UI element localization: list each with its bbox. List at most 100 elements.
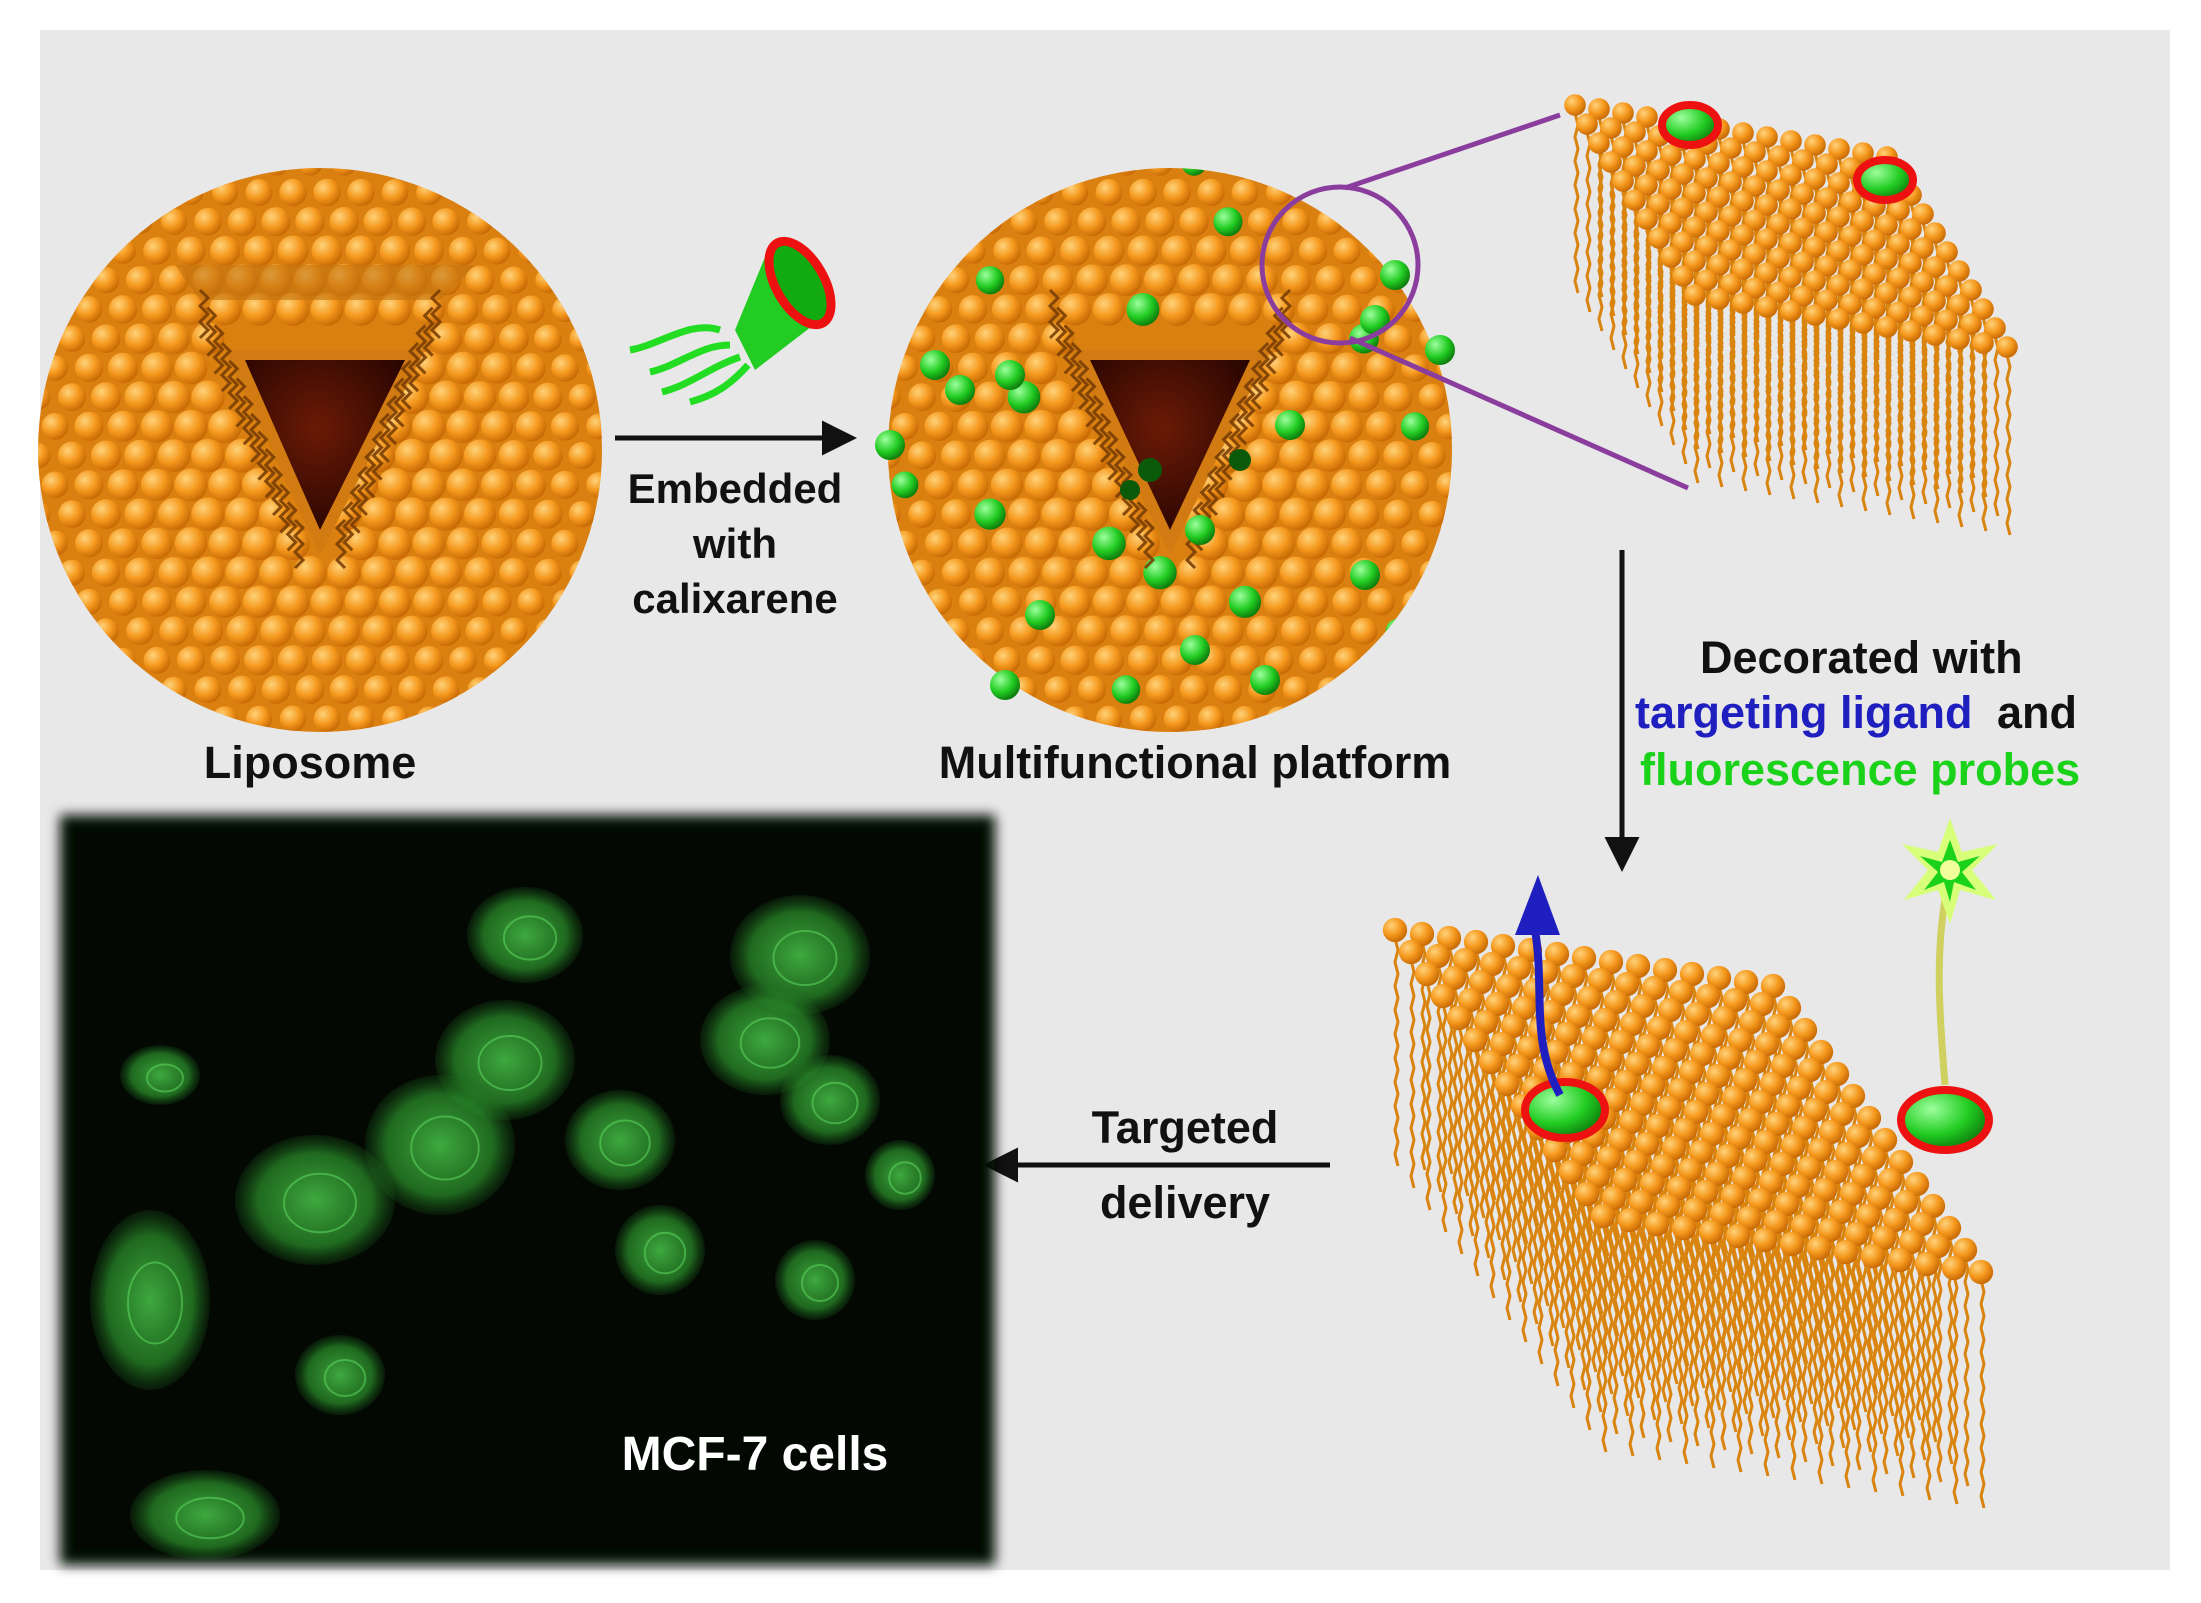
lipid-head [1696,269,1718,291]
lipid-tail [1681,283,1688,465]
lipid-head [74,470,104,500]
lipid-head [91,382,121,413]
lipid-head [208,293,242,326]
calixarene-ring [1521,1078,1609,1142]
lipid-tail [1741,310,1748,492]
lipid-head [1648,193,1670,215]
lipid-head [1569,1141,1595,1167]
lipid-head [1489,1031,1515,1057]
lipid-head [1495,973,1521,999]
lipid-head [159,616,189,646]
lipid-head [1060,235,1090,266]
lipid-head [1600,117,1622,139]
lipid-head [1228,467,1262,502]
fluorescent-cell [120,1045,200,1105]
lipid-head [1720,239,1742,261]
platform-cutaway [1047,288,1293,570]
lipid-head [311,645,343,676]
targeted-label-line1: Targeted [1092,1102,1279,1153]
lipid-head [1313,381,1347,414]
lipid-head [1401,529,1429,557]
lipid-tail [278,483,291,534]
lipid-head [310,585,344,619]
lipid-head [143,237,171,265]
lipid-head [1996,336,2018,358]
cell-nucleus [410,1115,480,1181]
lipid-head [1231,179,1259,206]
lipid-head [483,237,511,265]
lipid-head [1279,439,1313,473]
fluorescence-probes-label: fluorescence probes [1640,744,2080,795]
lipid-tail [1537,1135,1544,1365]
lipid-head [1110,615,1142,647]
lipid-head [1779,1231,1805,1257]
lipid-tail [1077,359,1090,410]
lipid-head [991,294,1023,325]
lipid-head [1693,1179,1719,1205]
lipid-head [1801,1195,1827,1221]
lipid-head [1350,617,1378,645]
lipid-head [1092,293,1126,326]
lipid-head [1744,243,1766,265]
lipid-head [958,587,988,616]
lipid-head [228,675,256,704]
lipid-head [1179,207,1209,237]
lipid-tail [1921,323,1928,505]
lipid-head [533,440,563,471]
lipid-head [1600,151,1622,173]
lipid-tail [1817,1255,1824,1485]
lipid-tail [1789,318,1796,500]
lipid-head [908,500,936,528]
lipid-head [1008,322,1040,355]
lipid-tail [1489,1069,1496,1299]
lipid-head [432,676,460,703]
lipid-head [1768,281,1790,303]
lipid-head [974,498,1006,530]
lipid-head [227,207,257,237]
lipid-head [208,468,242,502]
lipid-head [1763,1209,1789,1235]
lipid-head [378,585,412,618]
lipid-head [1092,585,1126,619]
lipid-head [1722,987,1748,1013]
lipid-head [533,382,563,412]
lipid-tail [1897,319,1904,501]
lipid-tail [1844,1259,1851,1489]
lipid-head [210,235,240,266]
lipid-head [1759,1071,1785,1097]
lipid-head [940,440,972,471]
lipid-head [395,497,429,531]
lipid-head [1558,1159,1584,1185]
lipid-head [1597,1047,1623,1073]
lipid-tail [1790,1251,1797,1481]
lipid-head [1093,235,1125,267]
cell-nucleus [146,1063,184,1093]
lipid-head [1824,1061,1850,1087]
lipid-tail [1250,359,1263,410]
lipid-head [1230,645,1260,676]
lipid-tail [241,395,254,446]
lipid-head [1780,232,1802,254]
lipid-head [1299,646,1327,675]
lipid-head [1770,1053,1796,1079]
lipid-head [1732,224,1754,246]
lipid-head [1111,675,1141,704]
lipid-head [1245,556,1279,589]
lipid-head [1598,949,1624,975]
lipid-head [1936,309,1958,331]
lipid-tail [356,465,370,516]
lipid-head [1708,220,1730,242]
lipid-head [141,352,173,384]
lipid-head [1972,332,1994,354]
lipid-head [90,440,122,471]
lipid-head [1818,1119,1844,1145]
lipid-head [1044,676,1072,704]
lipid-head [396,615,428,647]
lipid-head [1744,175,1766,197]
lipid-head [41,471,69,499]
lipid-head [1129,178,1157,207]
lipid-head [1007,380,1041,414]
lipid-head [1409,921,1435,947]
lipid-head [361,497,395,531]
lipid-head [482,587,512,617]
